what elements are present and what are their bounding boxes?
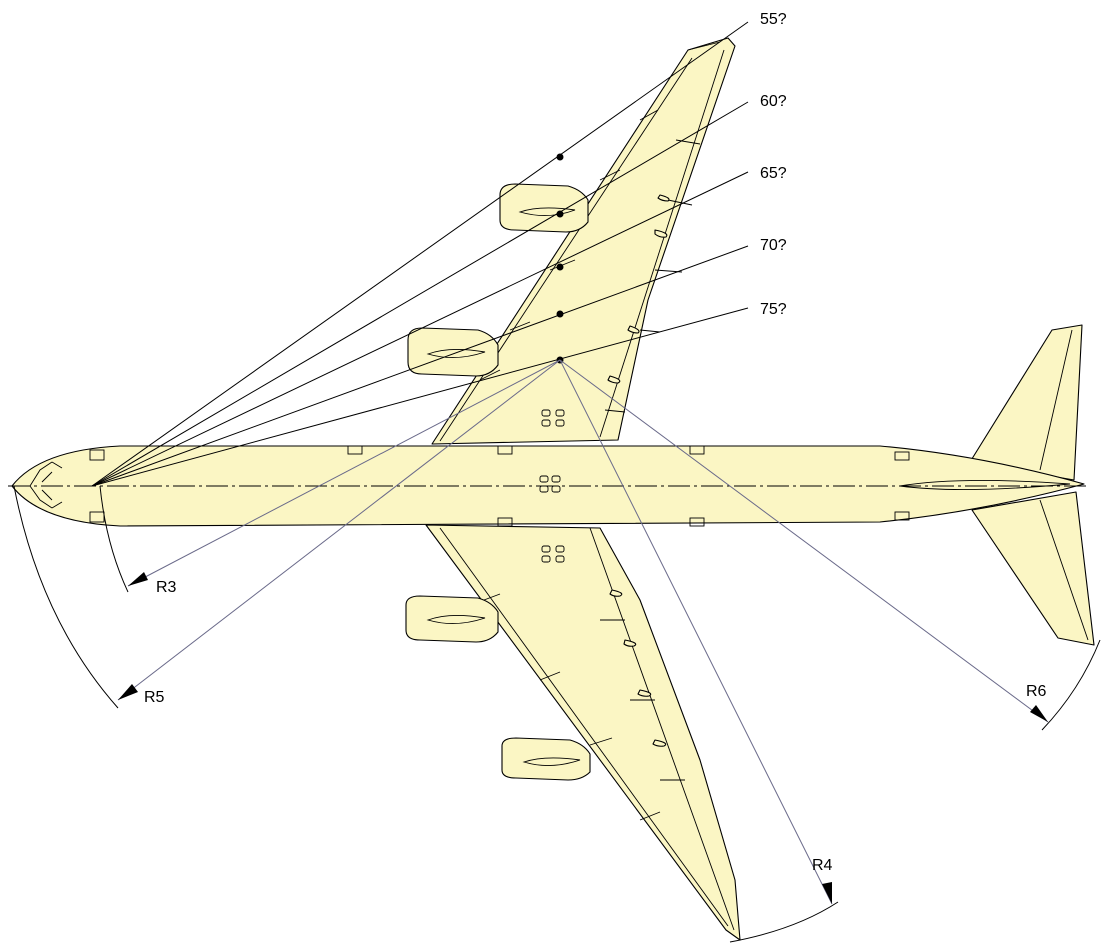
lower-outboard-engine [501,737,591,781]
turn-center-70 [556,310,564,318]
steering-angle-lines [91,21,749,487]
arc-r6 [1041,639,1101,731]
angle-label-65: 65? [760,165,787,182]
angle-line-70 [91,245,749,487]
radius-line-r3 [127,359,561,587]
angle-label-55: 55? [760,11,787,28]
turn-center-65 [556,263,564,271]
radius-lines [117,359,1049,905]
arrow-r6 [1030,705,1048,722]
upper-outboard-engine [499,183,589,233]
radius-labels: R3 R5 R4 R6 [144,579,1047,874]
radius-arrows [118,572,1048,904]
angle-line-75 [91,307,749,487]
lower-wing-landing-gear [541,545,565,563]
turn-center-60 [556,210,564,218]
radius-label-r3: R3 [156,579,177,596]
radius-line-r5 [117,359,561,701]
lower-horizontal-stabilizer [971,491,1095,646]
turn-center-55 [556,153,564,161]
arrow-r4 [822,882,832,904]
arrow-r3 [128,572,148,586]
angle-label-75: 75? [760,301,787,318]
upper-wing [431,37,736,445]
arrow-r5 [118,684,138,700]
radius-line-r6 [559,359,1049,723]
angle-line-65 [91,171,749,487]
arc-r5 [13,485,119,709]
upper-horizontal-stabilizer [969,324,1083,481]
upper-wing-landing-gear [541,409,565,427]
lower-inboard-engine [405,595,499,643]
angle-label-60: 60? [760,93,787,110]
radius-line-r4 [559,359,833,905]
arc-r3 [99,485,129,593]
angle-line-60 [91,101,749,487]
angle-line-55 [91,21,749,487]
arc-r4 [729,901,839,943]
upper-inboard-engine [407,327,499,377]
lower-wing [425,524,741,941]
radius-label-r4: R4 [812,857,833,874]
radius-label-r5: R5 [144,689,165,706]
angle-label-70: 70? [760,237,787,254]
radius-arcs [13,485,1101,943]
angle-labels: 55? 60? 65? 70? 75? [760,11,787,318]
radius-label-r6: R6 [1026,683,1047,700]
